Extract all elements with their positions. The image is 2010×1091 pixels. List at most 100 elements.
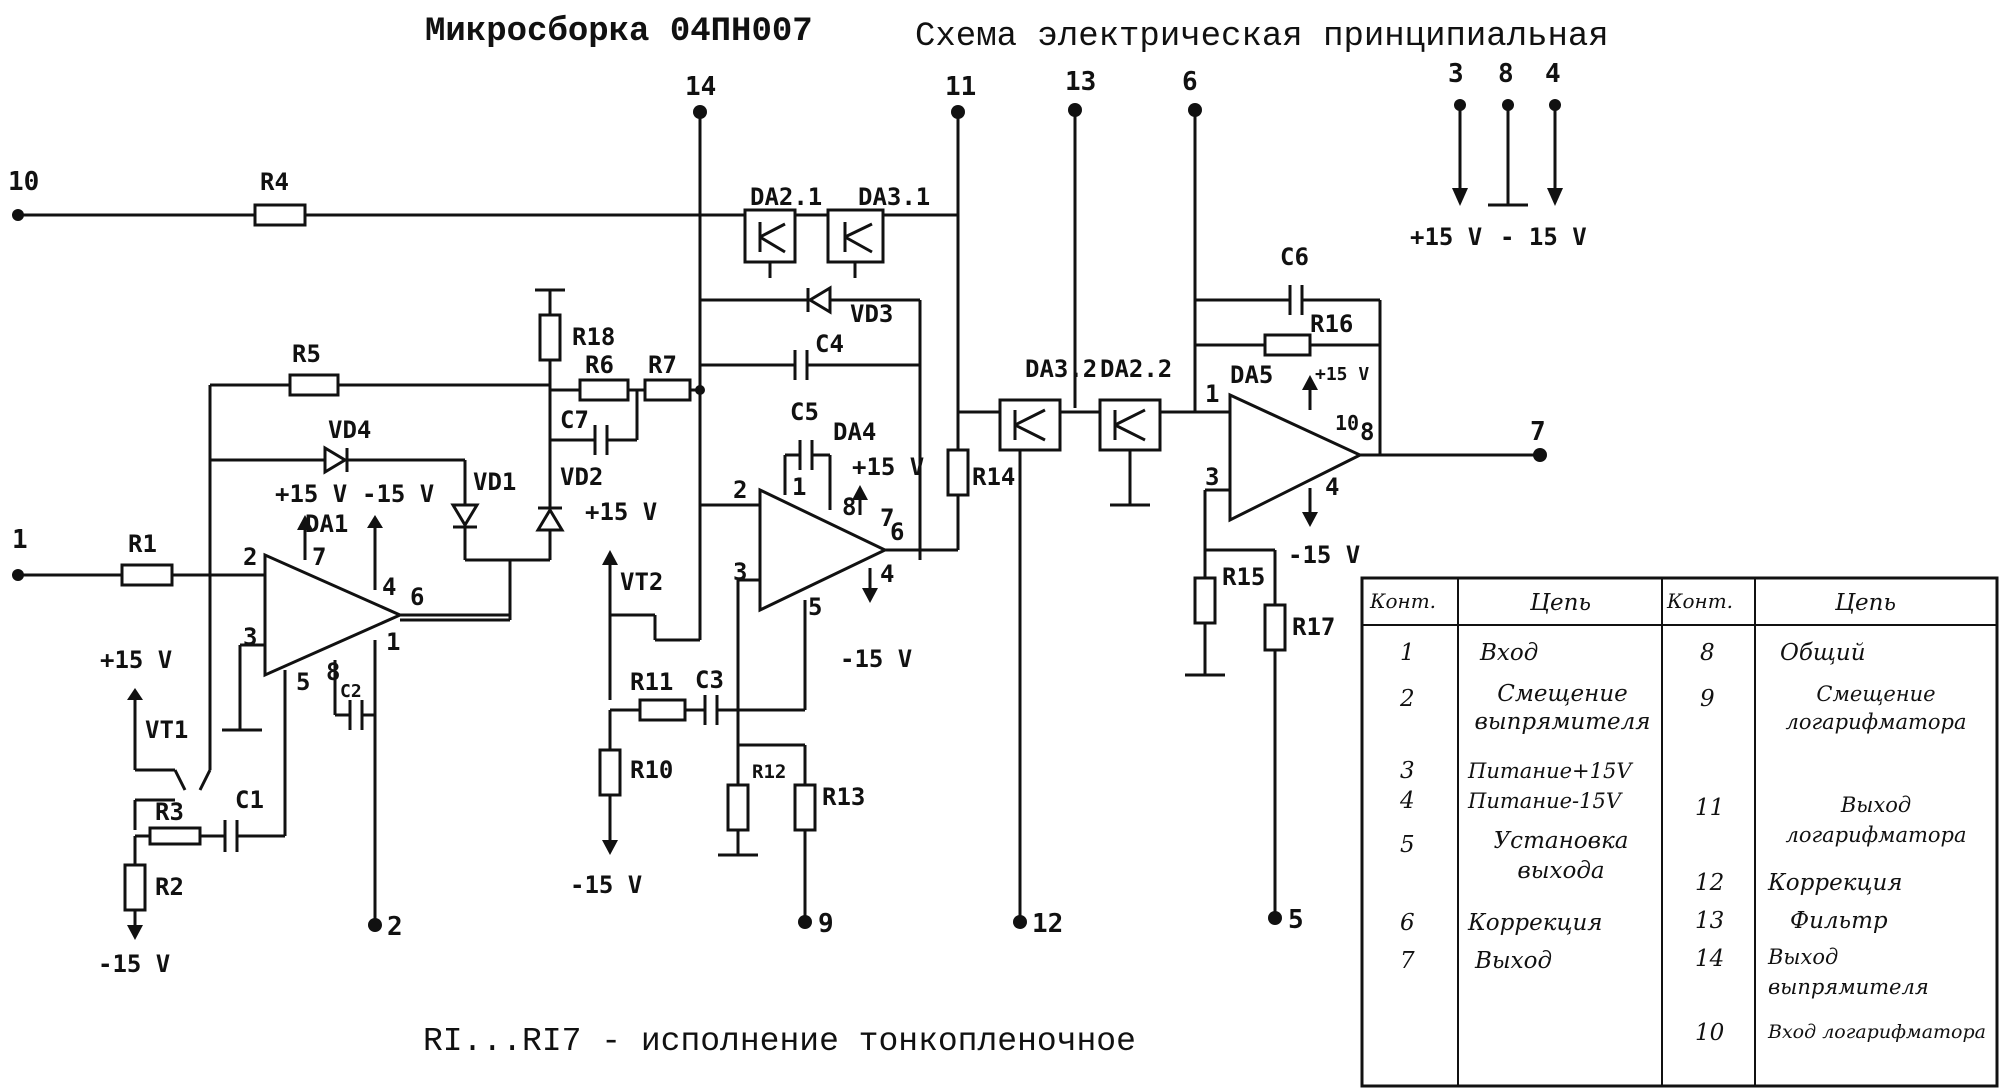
r7-label: R7	[648, 351, 677, 379]
footnote: RI...RI7 - исполнение тонкопленочное	[423, 1023, 1136, 1060]
table-right-circuit-wrap: Выход логарифматора	[1785, 793, 1967, 847]
c7-label: C7	[560, 406, 589, 434]
table-left-pin: 2	[1399, 686, 1415, 712]
diode-vd2: VD2	[535, 463, 603, 532]
r14-label: R14	[972, 463, 1015, 491]
capacitor-c3: C3	[695, 666, 724, 725]
svg-text:8: 8	[1360, 418, 1374, 446]
resistor-r2: R2	[123, 863, 184, 912]
da1-supply-plus: +15 V	[275, 480, 347, 508]
pin-label-9: 9	[818, 909, 834, 939]
vd3-label: VD3	[850, 300, 893, 328]
da3-2-label: DA3.2	[1025, 355, 1097, 383]
table-right-circuit: Выход логарифматора	[1785, 793, 1967, 847]
transistor-vt1: +15 V VT1	[100, 646, 188, 791]
table-left-circuit: Питание-15V	[1467, 789, 1623, 813]
da2-1-label: DA2.1	[750, 183, 822, 211]
da5-label: DA5	[1230, 361, 1273, 389]
pin-label-7: 7	[1530, 417, 1546, 447]
r17-label: R17	[1292, 613, 1335, 641]
table-right-pin: 11	[1695, 795, 1724, 821]
table-right-circuit: Смещение логарифматора	[1785, 682, 1967, 734]
pin-label-1: 1	[12, 525, 28, 555]
svg-text:10: 10	[1335, 411, 1359, 435]
da2-1-block: DA2.1	[743, 183, 822, 264]
svg-text:5: 5	[808, 593, 822, 621]
da2-2-label: DA2.2	[1100, 355, 1172, 383]
svg-text:5: 5	[296, 668, 310, 696]
capacitor-c5: C5	[783, 398, 832, 510]
table-right-pin: 8	[1700, 640, 1715, 666]
table-right-pin: 9	[1700, 686, 1715, 712]
diagram-subtitle: Схема электрическая принципиальная	[915, 18, 1609, 56]
da1-label: DA1	[305, 510, 348, 538]
pin-label-10: 10	[8, 167, 39, 197]
r16-label: R16	[1310, 310, 1353, 338]
pin-label-3: 3	[1448, 59, 1464, 89]
table-left-pin: 7	[1400, 948, 1415, 974]
pin-label-11: 11	[945, 72, 976, 102]
vd2-supply-plus: +15 V	[585, 498, 657, 526]
r12-label: R12	[752, 761, 786, 783]
resistor-r13: R13	[793, 783, 865, 832]
capacitor-c4: C4	[700, 330, 920, 380]
table-header-cont-2: Конт.	[1666, 589, 1733, 613]
da2-2-block: DA2.2	[1098, 355, 1172, 452]
top-terminals: 14 11 13 6	[685, 67, 1202, 640]
opamp-da4: DA4 2 3 1 8 7 6 4 5	[733, 418, 904, 621]
pin-label-5: 5	[1288, 905, 1304, 935]
table-left-pin: 6	[1400, 910, 1415, 936]
r4-label: R4	[260, 168, 289, 196]
r18-label: R18	[572, 323, 615, 351]
c3-label: C3	[695, 666, 724, 694]
da3-1-label: DA3.1	[858, 183, 930, 211]
pin-label-2: 2	[387, 912, 403, 942]
table-left-circuit: Установка выхода	[1493, 828, 1629, 884]
opamp-da1: DA1 2 3 7 4 6 1 5 8	[243, 510, 424, 696]
r3-label: R3	[155, 798, 184, 826]
table-left-circuit: Питание+15V	[1467, 759, 1633, 783]
vt1-supply-plus: +15 V	[100, 646, 172, 674]
pin-label-6: 6	[1182, 67, 1198, 97]
resistor-r1	[120, 563, 174, 587]
table-left-circuit-wrap: Установка выхода	[1493, 828, 1629, 884]
resistor-r18-group: R18	[535, 288, 615, 560]
svg-text:4: 4	[880, 560, 894, 588]
resistor-r17: R17	[1263, 603, 1335, 652]
supply-pins: 3 8 4 +15 V - 15 V	[1410, 59, 1587, 251]
da1-supply-minus: -15 V	[362, 480, 434, 508]
r6-r7-chain: R6 R7	[550, 351, 705, 402]
pin-label-8: 8	[1498, 59, 1514, 89]
svg-text:1: 1	[792, 473, 806, 501]
input-1-line: 1 R1	[12, 525, 265, 587]
transistor-vt2: +15 V VT2	[585, 498, 663, 700]
r13-label: R13	[822, 783, 865, 811]
resistor-r4	[253, 203, 307, 227]
r5-label: R5	[292, 340, 321, 368]
r6-label: R6	[585, 351, 614, 379]
table-right-circuit: Общий	[1780, 640, 1866, 666]
svg-text:4: 4	[1325, 473, 1339, 501]
svg-text:2: 2	[733, 476, 747, 504]
pin-label-12: 12	[1032, 909, 1063, 939]
svg-text:3: 3	[1205, 463, 1219, 491]
r2-supply-minus: -15 V	[98, 950, 170, 978]
r10-supply-minus: -15 V	[570, 871, 642, 899]
svg-text:6: 6	[410, 583, 424, 611]
opamp-da5: DA5 1 3 10 8 4	[1205, 361, 1374, 523]
table-left-pin: 5	[1400, 832, 1415, 858]
table-right-pin: 12	[1695, 870, 1724, 896]
table-left-circuit: Вход	[1479, 640, 1538, 666]
svg-text:7: 7	[312, 543, 326, 571]
diode-vd1: VD1	[450, 460, 516, 560]
resistor-r14: R14	[946, 448, 1015, 497]
table-right-circuit-wrap: Вход логарифматора	[1768, 1021, 1986, 1043]
da4-supply-minus: -15 V	[840, 645, 912, 673]
table-left-circuit: Выход	[1474, 948, 1552, 974]
capacitor-c7: C7	[550, 390, 639, 455]
capacitor-c1: C1	[223, 786, 264, 852]
resistor-r10: R10	[598, 748, 673, 797]
resistor-r11: R11	[630, 668, 687, 722]
table-left-circuit: Смещение выпрямителя	[1474, 681, 1651, 735]
supply-minus-label: - 15 V	[1500, 223, 1587, 251]
